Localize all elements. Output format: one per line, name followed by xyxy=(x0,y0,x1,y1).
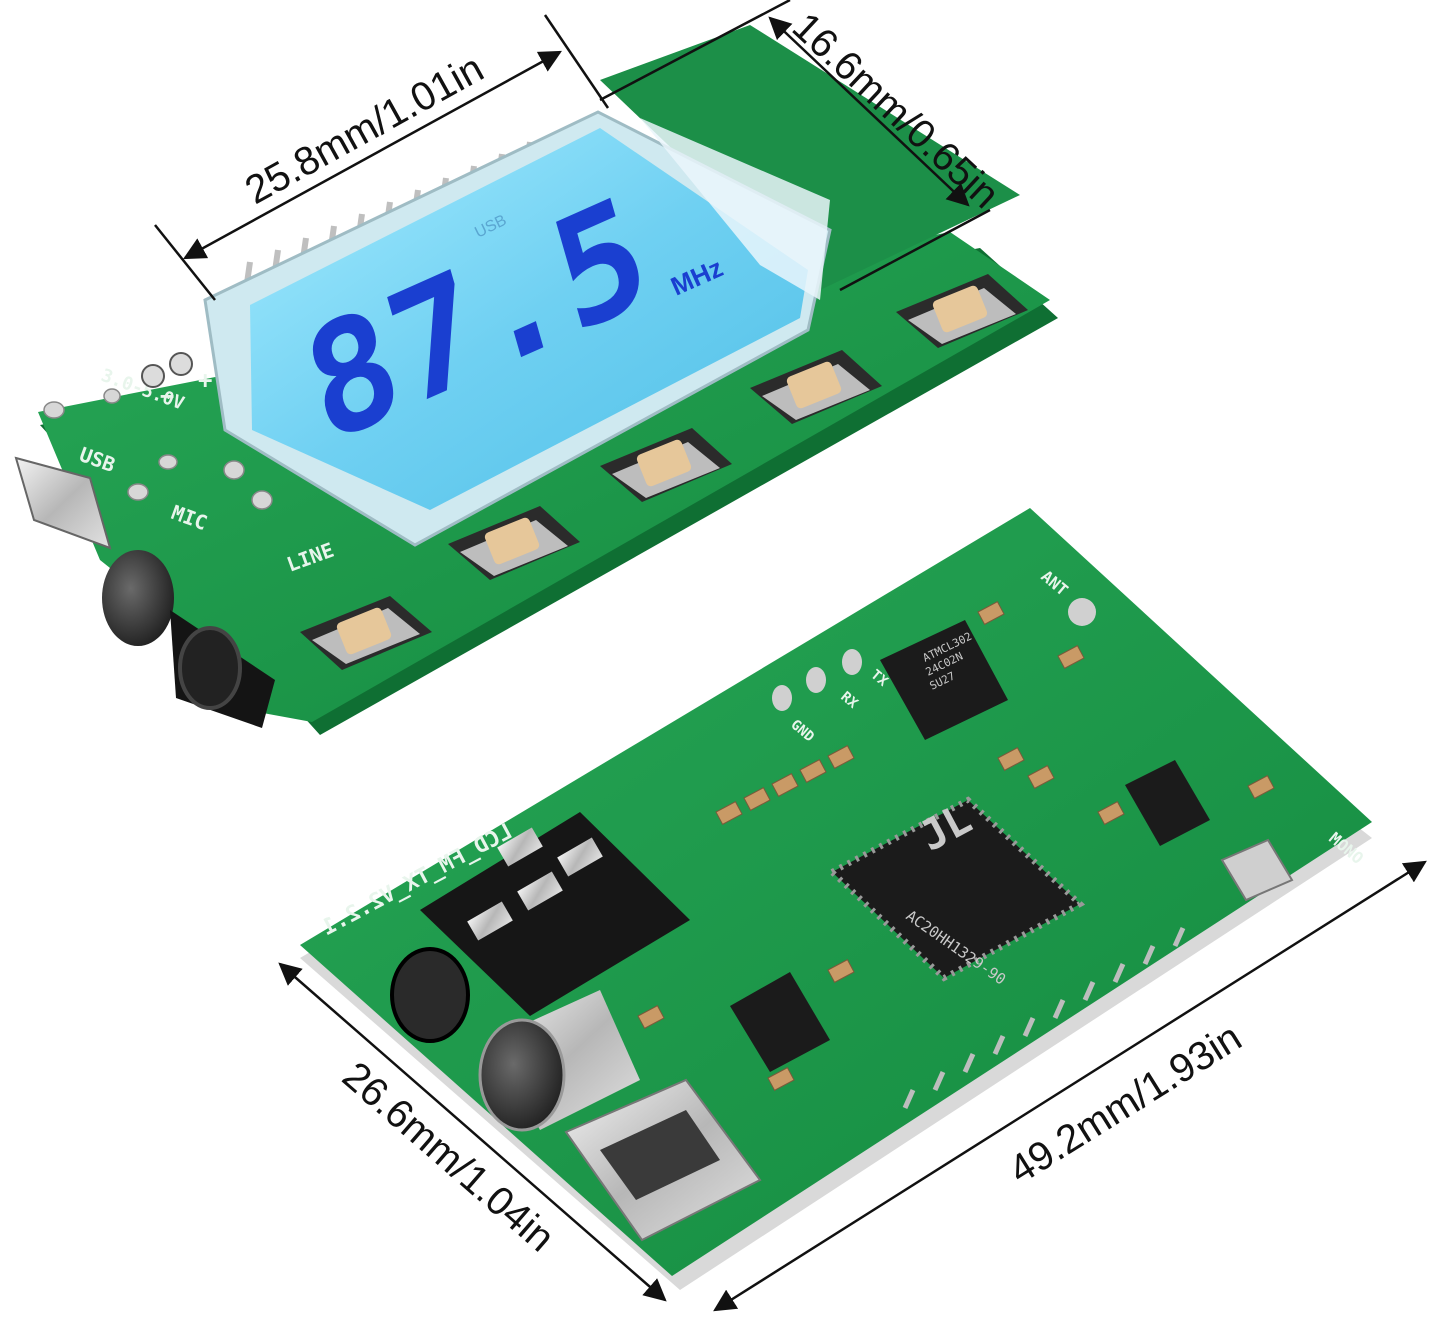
front-board: USB 87.5 MHz 3.0-5.0V + − USB MIC LINE xyxy=(14,25,1058,735)
back-pads xyxy=(772,598,1096,711)
dimension-lines xyxy=(154,0,1427,1312)
screw-terminal xyxy=(141,364,165,388)
lcd-reflection xyxy=(640,118,830,300)
tact-button xyxy=(750,350,882,424)
usb-port xyxy=(14,456,112,550)
screw-terminal xyxy=(169,352,193,376)
eeprom-chip: ATMCL302 24C02N SU27 xyxy=(880,620,1008,740)
tact-button xyxy=(448,506,580,580)
dim-extension xyxy=(599,0,791,102)
dim-depth-top xyxy=(768,16,970,207)
microphone xyxy=(102,550,174,646)
tact-button xyxy=(300,596,432,670)
minus-label: − xyxy=(160,382,174,410)
dim-length-bottom xyxy=(713,860,1427,1312)
solder-pads xyxy=(43,388,273,510)
small-ic xyxy=(1125,760,1210,846)
tact-button xyxy=(600,428,732,502)
dim-extension xyxy=(154,224,216,301)
dim-height-bottom xyxy=(278,962,667,1302)
front-board-face xyxy=(38,232,1050,722)
lcd-screen xyxy=(250,128,808,510)
dim-extension xyxy=(839,208,991,292)
tact-button xyxy=(896,274,1028,348)
plus-label: + xyxy=(198,366,212,394)
audio-jack-hole xyxy=(178,626,242,710)
dim-extension xyxy=(543,14,610,109)
dim-width-top xyxy=(183,50,562,260)
